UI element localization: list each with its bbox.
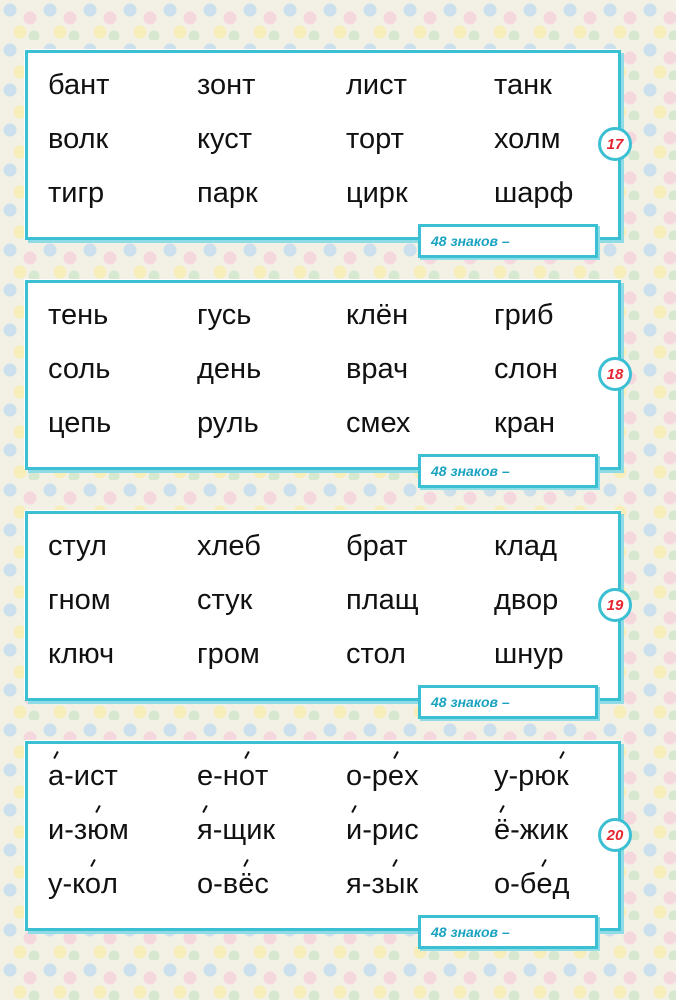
word: о-бед <box>494 864 569 904</box>
character-count-box: 48 знаков – <box>418 915 598 949</box>
word: и-зюм <box>48 810 129 850</box>
word: цепь <box>48 407 112 439</box>
word: двор <box>494 584 559 616</box>
word: тигр <box>48 177 105 209</box>
word: гном <box>48 584 111 616</box>
word: стол <box>346 638 406 670</box>
word: танк <box>494 69 552 101</box>
word: клён <box>346 299 409 331</box>
word: а-ист <box>48 756 118 796</box>
word: тень <box>48 299 109 331</box>
word: о-рех <box>346 756 419 796</box>
stressed-letter: е <box>388 756 404 796</box>
stressed-letter: о <box>85 864 101 904</box>
stressed-letter: е <box>536 864 552 904</box>
stressed-letter: ю <box>87 810 109 850</box>
stressed-letter: о <box>239 756 255 796</box>
word-row: бант зонт лист танк <box>48 65 608 119</box>
word: парк <box>197 177 258 209</box>
word-card-19: стул хлеб брат клад гном стук плащ двор ключ гром… <box>25 511 632 719</box>
word: цирк <box>346 177 408 209</box>
word: соль <box>48 353 111 385</box>
word: хлеб <box>197 530 261 562</box>
word: ё-жик <box>494 810 568 850</box>
word: шнур <box>494 638 564 670</box>
stressed-letter: и <box>346 810 362 850</box>
word-row: и-зюм я-щик и-рис ё-жик <box>48 810 608 864</box>
word: гриб <box>494 299 554 331</box>
word-row: тигр парк цирк шарф <box>48 173 608 227</box>
character-count-box: 48 знаков – <box>418 685 598 719</box>
word-card-17: бант зонт лист танк волк куст торт холм тигр парк… <box>25 50 632 258</box>
word-card-18: тень гусь клён гриб соль день врач слон цепь руль… <box>25 280 632 488</box>
word: врач <box>346 353 409 385</box>
word: я-зык <box>346 864 418 904</box>
word: торт <box>346 123 404 155</box>
word-row: у-кол о-вёс я-зык о-бед <box>48 864 608 918</box>
word: брат <box>346 530 408 562</box>
word: лист <box>346 69 407 101</box>
word: день <box>197 353 262 385</box>
word: у-кол <box>48 864 118 904</box>
word: о-вёс <box>197 864 269 904</box>
exercise-number-badge: 18 <box>598 357 632 391</box>
word-row: тень гусь клён гриб <box>48 295 608 349</box>
stressed-letter: ё <box>238 864 254 904</box>
word: гром <box>197 638 260 670</box>
word-grid: бант зонт лист танк волк куст торт холм тигр парк… <box>48 65 608 227</box>
word-card-20: а-ист е-нот о-рех у-рюк и-зюм я-щик и-рис ё-жик… <box>25 741 632 949</box>
word-row: волк куст торт холм <box>48 119 608 173</box>
word: и-рис <box>346 810 419 850</box>
word: ключ <box>48 638 115 670</box>
word: е-нот <box>197 756 268 796</box>
word: холм <box>494 123 561 155</box>
word-grid: тень гусь клён гриб соль день врач слон цепь руль… <box>48 295 608 457</box>
word-row: ключ гром стол шнур <box>48 634 608 688</box>
stressed-letter: а <box>48 756 64 796</box>
stressed-letter: ы <box>385 864 406 904</box>
word-row: гном стук плащ двор <box>48 580 608 634</box>
word: бант <box>48 69 110 101</box>
word: я-щик <box>197 810 275 850</box>
word: у-рюк <box>494 756 569 796</box>
word: куст <box>197 123 252 155</box>
exercise-number-badge: 19 <box>598 588 632 622</box>
word-row: цепь руль смех кран <box>48 403 608 457</box>
word: стул <box>48 530 107 562</box>
stressed-letter: ё <box>494 810 510 850</box>
word: гусь <box>197 299 252 331</box>
word: зонт <box>197 69 256 101</box>
word: плащ <box>346 584 419 616</box>
stressed-letter: к <box>556 756 569 796</box>
word-row: стул хлеб брат клад <box>48 526 608 580</box>
word: слон <box>494 353 558 385</box>
exercise-number-badge: 17 <box>598 127 632 161</box>
word-row: соль день врач слон <box>48 349 608 403</box>
word-grid: стул хлеб брат клад гном стук плащ двор ключ гром… <box>48 526 608 688</box>
exercise-number-badge: 20 <box>598 818 632 852</box>
word: смех <box>346 407 411 439</box>
word: кран <box>494 407 555 439</box>
word: шарф <box>494 177 574 209</box>
word-row: а-ист е-нот о-рех у-рюк <box>48 756 608 810</box>
word: руль <box>197 407 259 439</box>
word: волк <box>48 123 109 155</box>
character-count-box: 48 знаков – <box>418 224 598 258</box>
stressed-letter: я <box>197 810 213 850</box>
word-grid: а-ист е-нот о-рех у-рюк и-зюм я-щик и-рис ё-жик… <box>48 756 608 918</box>
word: стук <box>197 584 253 616</box>
word: клад <box>494 530 557 562</box>
character-count-box: 48 знаков – <box>418 454 598 488</box>
